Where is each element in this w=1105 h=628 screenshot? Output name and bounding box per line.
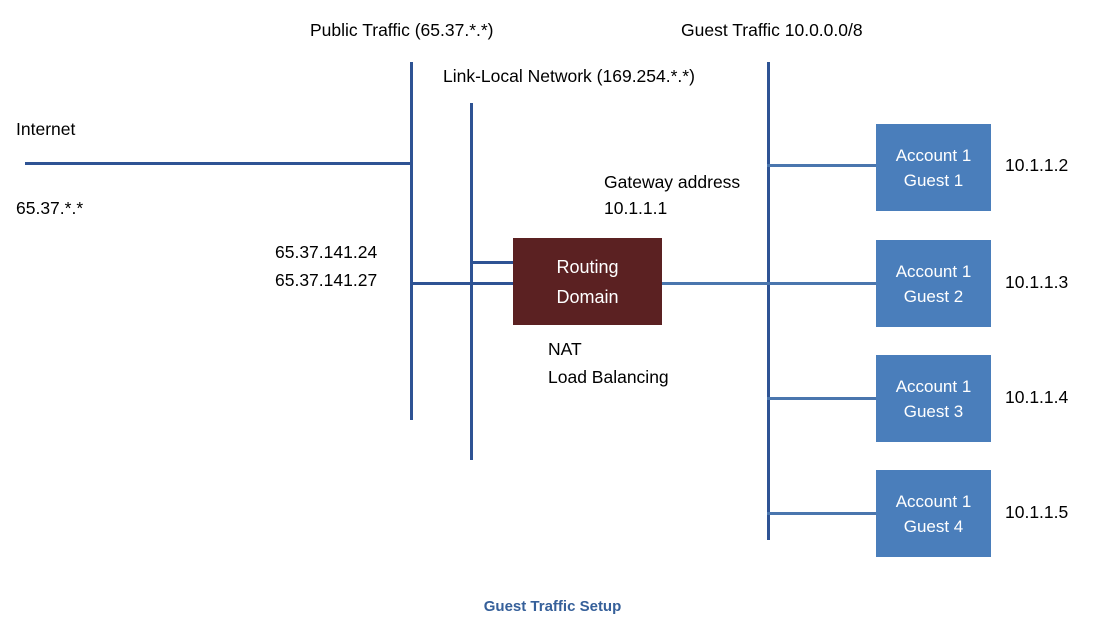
link-local-to-router-line — [470, 261, 515, 264]
router-to-guest-bus-line — [661, 282, 769, 285]
guest-1-connector-line — [767, 164, 879, 167]
guest-node-4-ip: 10.1.1.5 — [1005, 502, 1069, 522]
guest-node-1[interactable]: Account 1 Guest 1 — [876, 124, 991, 211]
guest-node-2-account: Account 1 — [895, 261, 972, 281]
internet-connection-line — [25, 162, 413, 165]
guest-node-1-ip: 10.1.1.2 — [1005, 155, 1069, 175]
routing-domain-node[interactable]: Routing Domain — [513, 238, 662, 325]
guest-node-2-name: Guest 2 — [903, 286, 964, 306]
guest-node-3-name: Guest 3 — [903, 401, 964, 421]
diagram-caption: Guest Traffic Setup — [483, 598, 622, 615]
guest-node-2-ip: 10.1.1.3 — [1005, 272, 1069, 292]
load-balancing-label: Load Balancing — [548, 367, 669, 387]
guest-node-1-account: Account 1 — [895, 145, 972, 165]
internet-label: Internet — [16, 119, 76, 139]
link-local-bus-line — [470, 103, 473, 460]
internet-subnet-label: 65.37.*.* — [16, 198, 84, 218]
routing-domain-line-2: Domain — [556, 286, 619, 307]
routing-domain-line-1: Routing — [556, 256, 619, 277]
guest-node-2[interactable]: Account 1 Guest 2 — [876, 240, 991, 327]
guest-4-connector-line — [767, 512, 879, 515]
public-traffic-header: Public Traffic (65.37.*.*) — [310, 20, 494, 40]
guest-node-4[interactable]: Account 1 Guest 4 — [876, 470, 991, 557]
guest-traffic-bus-line — [767, 62, 770, 540]
guest-node-3-ip: 10.1.1.4 — [1005, 387, 1069, 407]
link-local-header: Link-Local Network (169.254.*.*) — [443, 66, 695, 86]
public-ip-2-label: 65.37.141.27 — [275, 270, 378, 290]
public-traffic-bus-line — [410, 62, 413, 420]
gateway-address-label: Gateway address — [604, 172, 741, 192]
guest-node-4-name: Guest 4 — [903, 516, 964, 536]
public-to-router-line — [410, 282, 515, 285]
public-ip-1-label: 65.37.141.24 — [275, 242, 378, 262]
nat-label: NAT — [548, 339, 582, 359]
guest-node-1-name: Guest 1 — [903, 170, 964, 190]
guest-node-3[interactable]: Account 1 Guest 3 — [876, 355, 991, 442]
guest-node-4-account: Account 1 — [895, 491, 972, 511]
guest-3-connector-line — [767, 397, 879, 400]
gateway-address-value: 10.1.1.1 — [604, 198, 668, 218]
guest-2-connector-line — [767, 282, 879, 285]
guest-node-3-account: Account 1 — [895, 376, 972, 396]
guest-traffic-header: Guest Traffic 10.0.0.0/8 — [681, 20, 863, 40]
